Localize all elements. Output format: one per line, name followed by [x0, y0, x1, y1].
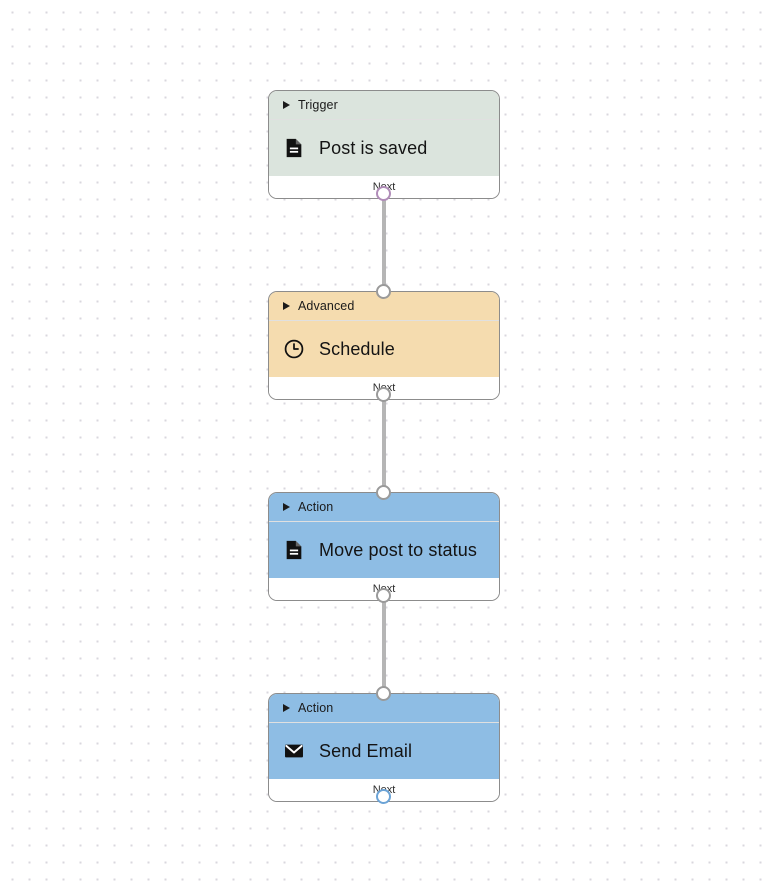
node-category-label: Advanced [298, 299, 355, 313]
node-title: Send Email [319, 740, 413, 761]
source-handle-trigger[interactable] [376, 186, 391, 201]
node-divider [269, 521, 499, 522]
node-title: Move post to status [319, 539, 477, 560]
node-category-label: Action [298, 701, 334, 715]
edge-move-post-to-send-email[interactable] [382, 592, 386, 693]
node-body-trigger[interactable]: Post is saved [269, 120, 499, 176]
node-body-action-move-post[interactable]: Move post to status [269, 522, 499, 578]
target-handle-advanced[interactable] [376, 284, 391, 299]
node-header-trigger[interactable]: Trigger [269, 91, 499, 119]
node-divider [269, 722, 499, 723]
node-category-label: Trigger [298, 98, 338, 112]
edge-advanced-to-move-post[interactable] [382, 391, 386, 492]
edge-trigger-to-advanced[interactable] [382, 190, 386, 291]
flow-node-action-move-post-to-status[interactable]: Action Move post to status Next [268, 492, 500, 601]
source-handle-move-post[interactable] [376, 588, 391, 603]
document-icon [286, 540, 302, 560]
node-body-action-send-email[interactable]: Send Email [269, 723, 499, 779]
node-title: Schedule [319, 338, 395, 359]
flow-node-advanced-schedule[interactable]: Advanced Schedule Next [268, 291, 500, 400]
clock-icon [284, 339, 304, 359]
envelope-icon [285, 744, 303, 758]
node-category-label: Action [298, 500, 334, 514]
flow-node-action-send-email[interactable]: Action Send Email Next [268, 693, 500, 802]
collapse-caret-icon[interactable] [283, 704, 290, 712]
document-icon [286, 138, 302, 158]
flow-node-trigger-post-is-saved[interactable]: Trigger Post is saved Next [268, 90, 500, 199]
collapse-caret-icon[interactable] [283, 302, 290, 310]
node-title: Post is saved [319, 137, 428, 158]
collapse-caret-icon[interactable] [283, 503, 290, 511]
source-handle-send-email[interactable] [376, 789, 391, 804]
target-handle-send-email[interactable] [376, 686, 391, 701]
collapse-caret-icon[interactable] [283, 101, 290, 109]
node-divider [269, 320, 499, 321]
node-body-advanced[interactable]: Schedule [269, 321, 499, 377]
target-handle-move-post[interactable] [376, 485, 391, 500]
source-handle-advanced[interactable] [376, 387, 391, 402]
node-divider [269, 119, 499, 120]
